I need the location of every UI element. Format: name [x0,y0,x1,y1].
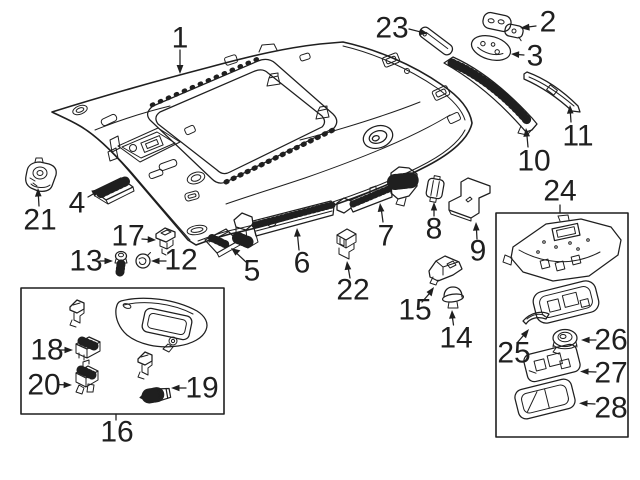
part-push-fastener-14 [441,286,465,309]
group-box-24 [495,212,629,438]
svg-text:26: 26 [594,324,627,357]
part-clip-18 [75,336,101,361]
part-headliner-panel [51,41,473,246]
part-roof-bow-10 [443,56,538,136]
part-trim-strip-11 [523,71,581,113]
callout-11[interactable]: 11 [562,105,594,153]
svg-text:12: 12 [164,244,197,277]
part-end-support-5 [204,228,241,258]
callout-15[interactable]: 15 [398,287,434,327]
part-overhead-console [502,214,622,282]
part-lamp-housing-27 [523,343,581,383]
svg-text:13: 13 [69,245,102,278]
svg-text:6: 6 [294,247,311,280]
callout-25[interactable]: 25 [497,329,531,370]
part-clip-20 [75,359,99,395]
callout-23[interactable]: 23 [375,12,428,45]
svg-text:5: 5 [244,255,261,288]
part-sun-visor [115,297,208,353]
callout-14[interactable]: 14 [439,310,473,355]
part-visor-clip [69,299,85,328]
svg-text:3: 3 [527,40,544,73]
part-clip-17 [155,227,176,256]
group-box-16 [20,287,225,415]
svg-text:23: 23 [375,12,408,45]
svg-text:9: 9 [470,235,487,268]
callout-9[interactable]: 9 [470,222,487,268]
callout-6[interactable]: 6 [294,228,311,280]
svg-text:28: 28 [594,392,627,425]
svg-text:15: 15 [398,294,431,327]
callout-24[interactable]: 24 [543,175,577,214]
svg-text:8: 8 [426,213,443,246]
part-mount-plate-3 [470,35,512,61]
callout-3[interactable]: 3 [511,40,543,73]
callout-13[interactable]: 13 [69,245,113,278]
part-console-housing [532,280,600,324]
callout-4[interactable]: 4 [69,187,101,220]
svg-text:25: 25 [497,337,530,370]
callout-21[interactable]: 21 [23,188,57,237]
part-bracket-strip-23 [418,26,454,56]
callout-26[interactable]: 26 [581,324,628,357]
svg-text:27: 27 [594,357,627,390]
part-trim-sliver-25 [522,311,550,325]
part-vent-grille-4 [93,176,135,205]
part-bracket-15 [428,255,463,286]
svg-text:2: 2 [540,6,557,39]
callout-7[interactable]: 7 [378,203,395,253]
part-headliner-rail-6 [232,200,336,249]
svg-text:19: 19 [185,372,218,405]
part-visor-clip [137,351,153,380]
callout-10[interactable]: 10 [517,128,551,178]
callout-16[interactable]: 16 [100,413,134,449]
callout-2[interactable]: 2 [520,6,556,39]
part-headliner-rail-7 [336,166,421,214]
callout-1[interactable]: 1 [172,22,189,75]
part-lamp-lens-28 [514,378,576,420]
svg-text:22: 22 [336,274,369,307]
svg-text:10: 10 [517,145,550,178]
svg-text:20: 20 [27,369,60,402]
svg-text:21: 21 [23,204,56,237]
svg-text:14: 14 [439,322,472,355]
svg-text:17: 17 [111,220,144,253]
svg-text:7: 7 [378,220,395,253]
callout-20[interactable]: 20 [27,369,72,402]
svg-text:16: 16 [100,416,133,449]
part-clip-8 [425,175,445,203]
part-bracket-panel-9 [448,177,491,222]
callout-18[interactable]: 18 [30,334,73,367]
part-bracket-22 [336,228,357,260]
svg-text:1: 1 [172,22,189,55]
callout-5[interactable]: 5 [231,248,260,288]
callout-19[interactable]: 19 [171,372,219,405]
svg-text:18: 18 [30,334,63,367]
part-screw-13 [114,250,128,277]
part-lens-knob-26 [552,328,578,355]
callout-17[interactable]: 17 [111,220,156,253]
callouts: 1 2 3 4 5 6 7 8 [23,6,627,449]
svg-text:11: 11 [562,120,593,153]
callout-8[interactable]: 8 [426,202,443,246]
part-grommet-12 [135,252,151,269]
part-mount-plate-2 [482,11,524,42]
callout-22[interactable]: 22 [336,261,370,307]
part-sensor-housing-21 [25,157,57,192]
callout-27[interactable]: 27 [580,357,628,390]
svg-text:4: 4 [69,187,86,220]
svg-text:24: 24 [543,175,576,208]
callout-28[interactable]: 28 [579,392,628,425]
part-fastener-19 [139,386,172,404]
callout-12[interactable]: 12 [151,244,198,277]
